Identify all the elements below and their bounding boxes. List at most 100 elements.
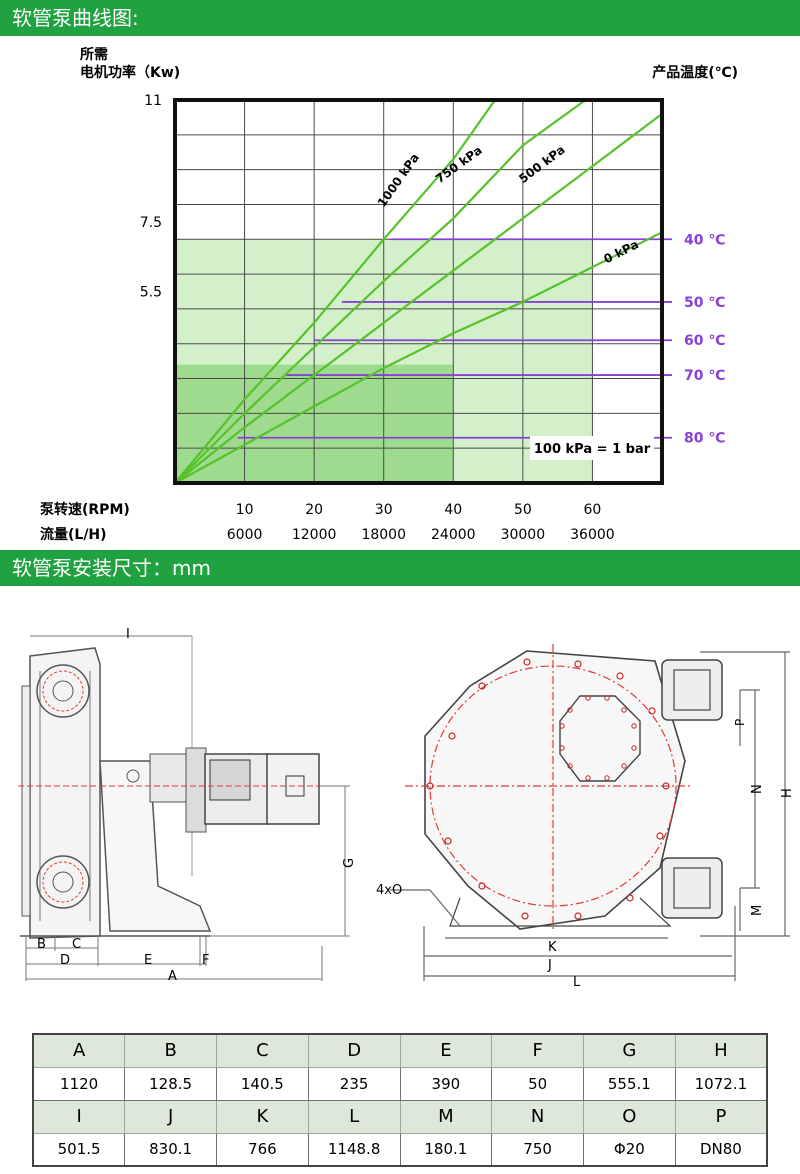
cover-bolt xyxy=(621,763,627,769)
temperature-labels: 40 ℃50 ℃60 ℃70 ℃80 ℃ xyxy=(684,232,725,446)
table-value-cell: 750 xyxy=(491,1132,584,1167)
cover-bolt xyxy=(604,775,610,781)
dim-label-I: I xyxy=(126,627,130,642)
dimension-table: A B C D E F G H 1120 128.5 140.5 235 390… xyxy=(32,1033,768,1167)
bolt-hole xyxy=(448,732,456,740)
dim-label-A: A xyxy=(168,969,177,984)
y-tick-label: 5.5 xyxy=(140,285,162,301)
dim-label-F: F xyxy=(202,953,209,968)
table-value-cell: 555.1 xyxy=(583,1066,676,1101)
pressure-curve xyxy=(174,99,587,484)
table-value-row-1: 1120 128.5 140.5 235 390 50 555.1 1072.1 xyxy=(32,1066,768,1101)
table-header-cell: G xyxy=(583,1033,676,1068)
cover-bolt xyxy=(559,723,565,729)
table-header-cell: L xyxy=(307,1099,401,1134)
dim-label-P: P xyxy=(733,719,747,726)
rpm-tick-label: 50 xyxy=(514,502,532,518)
bolt-hole xyxy=(626,894,634,902)
table-header-cell: I xyxy=(32,1099,126,1134)
flow-tick-label: 18000 xyxy=(361,527,406,543)
installation-drawing: I G B C D E F A xyxy=(0,586,800,1024)
curve-label: 0 kPa xyxy=(601,237,640,266)
dim-label-D: D xyxy=(60,953,70,968)
flow-tick-label: 12000 xyxy=(292,527,337,543)
cover-bolt xyxy=(559,745,565,751)
bolt-hole xyxy=(478,682,486,690)
dim-label-M: M xyxy=(750,905,765,916)
dim-label-J: J xyxy=(547,958,552,973)
cover-bolt xyxy=(631,723,637,729)
curve-label: 500 kPa xyxy=(516,142,567,185)
pressure-note: 100 kPa = 1 bar xyxy=(534,442,651,457)
y-tick-label: 7.5 xyxy=(140,215,162,231)
bolt-hole xyxy=(523,658,531,666)
rpm-tick-label: 40 xyxy=(444,502,462,518)
y-tick-label: 11 xyxy=(144,93,162,109)
table-header-cell: H xyxy=(674,1033,768,1068)
table-header-row-2: I J K L M N O P xyxy=(32,1099,768,1134)
table-header-row-1: A B C D E F G H xyxy=(32,1033,768,1068)
table-value-cell: 766 xyxy=(216,1132,309,1167)
pump-curve-svg: 所需 电机功率（Kw) 产品温度(℃) 117.55.5 40 ℃50 ℃60 … xyxy=(40,46,738,543)
bolt-hole xyxy=(574,660,582,668)
bolt-hole xyxy=(616,672,624,680)
side-view xyxy=(18,635,350,981)
table-value-row-2: 501.5 830.1 766 1148.8 180.1 750 Φ20 DN8… xyxy=(32,1132,768,1167)
installation-drawing-svg: I G B C D E F A xyxy=(18,627,795,990)
cover-bolt xyxy=(621,707,627,713)
front-view xyxy=(390,644,790,981)
y-axis-label-line2: 电机功率（Kw) xyxy=(80,64,180,81)
bolt-hole xyxy=(648,707,656,715)
table-value-cell: 1148.8 xyxy=(307,1132,401,1167)
x-tick-labels: 1060002012000301800040240005030000603600… xyxy=(227,502,615,543)
table-header-cell: M xyxy=(399,1099,493,1134)
cover-bolt xyxy=(604,695,610,701)
cover-bolt xyxy=(631,745,637,751)
dim-label-N: N xyxy=(750,784,765,794)
table-header-cell: J xyxy=(124,1099,217,1134)
table-value-cell: 1072.1 xyxy=(674,1066,768,1101)
bolt-hole xyxy=(574,912,582,920)
table-header-cell: O xyxy=(583,1099,676,1134)
dim-label-C: C xyxy=(72,937,81,952)
note-box xyxy=(530,436,654,460)
bolt-hole xyxy=(662,782,670,790)
table-header-cell: N xyxy=(491,1099,584,1134)
bolt-hole xyxy=(444,837,452,845)
flow-tick-label: 6000 xyxy=(227,527,263,543)
table-header-cell: P xyxy=(674,1099,768,1134)
dim-label-L: L xyxy=(573,975,581,990)
dim-label-H: H xyxy=(780,788,795,798)
install-section-title: 软管泵安装尺寸：mm xyxy=(0,550,800,586)
dim-label-K: K xyxy=(548,940,557,955)
bolt-holes xyxy=(426,658,670,920)
rpm-axis-label: 泵转速(RPM) xyxy=(40,501,130,518)
temperature-label: 60 ℃ xyxy=(684,333,725,349)
table-value-cell: 390 xyxy=(399,1066,493,1101)
bolt-hole xyxy=(521,912,529,920)
table-value-cell: 180.1 xyxy=(399,1132,493,1167)
table-header-cell: K xyxy=(216,1099,309,1134)
bolt-hole-label: 4xO xyxy=(376,883,402,898)
plot-frame xyxy=(173,98,664,485)
rpm-tick-label: 20 xyxy=(305,502,323,518)
table-header-cell: C xyxy=(216,1033,309,1068)
flow-tick-label: 24000 xyxy=(431,527,476,543)
temperature-label: 80 ℃ xyxy=(684,431,725,447)
dim-label-E: E xyxy=(144,953,152,968)
cover-bolt xyxy=(567,763,573,769)
rpm-tick-label: 30 xyxy=(375,502,393,518)
pressure-curve xyxy=(174,99,496,484)
table-header-cell: A xyxy=(32,1033,126,1068)
table-header-cell: E xyxy=(399,1033,493,1068)
table-value-cell: DN80 xyxy=(674,1132,768,1167)
pressure-curve xyxy=(174,231,663,484)
cover-bolt xyxy=(585,775,591,781)
table-value-cell: 1120 xyxy=(32,1066,126,1101)
table-header-cell: D xyxy=(307,1033,401,1068)
y-axis-label-line1: 所需 xyxy=(80,46,108,63)
table-value-cell: 50 xyxy=(491,1066,584,1101)
rpm-tick-label: 10 xyxy=(236,502,254,518)
dim-label-G: G xyxy=(342,858,357,868)
